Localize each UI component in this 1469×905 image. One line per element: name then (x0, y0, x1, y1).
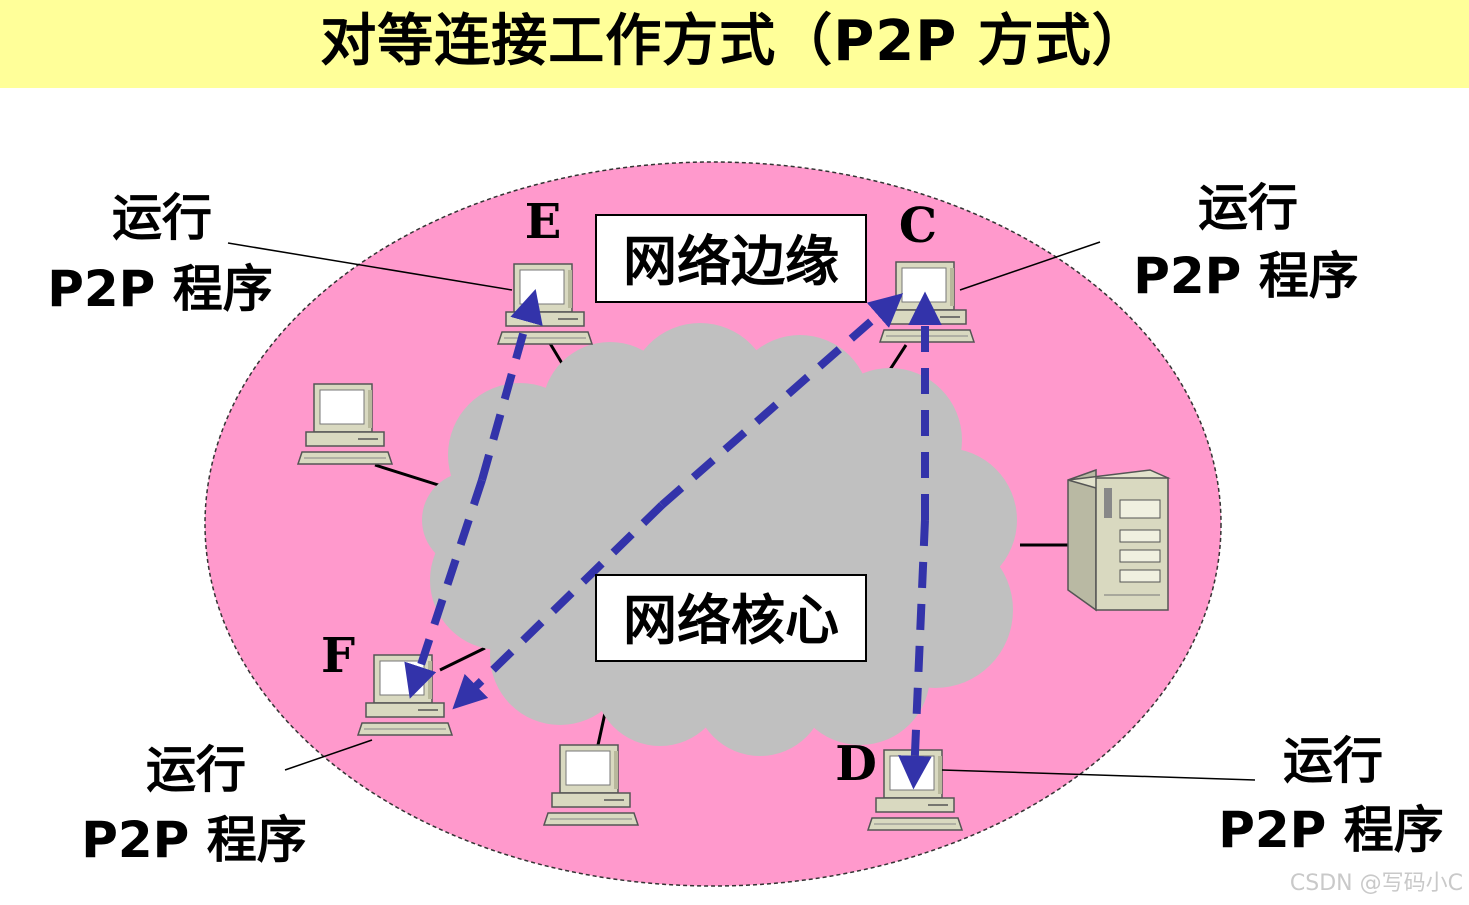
callout-c-line1: 运行 (1198, 179, 1298, 237)
host-label-f: F (321, 628, 355, 684)
host-label-e: E (525, 194, 562, 250)
callout-c: 运行 P2P 程序 (1133, 179, 1359, 305)
host-label-d: D (835, 736, 877, 792)
p2p-arrow-f2 (452, 502, 665, 710)
callout-f-line1: 运行 (146, 741, 246, 799)
network-edge-label: 网络边缘 (623, 230, 839, 293)
callout-f: 运行 P2P 程序 (81, 741, 307, 869)
title-bar (0, 0, 1469, 88)
callout-c-line2: P2P 程序 (1133, 247, 1359, 305)
p2p-arrow-d (898, 519, 932, 790)
host-label-c: C (899, 198, 937, 254)
callout-f-line2: P2P 程序 (81, 811, 307, 869)
p2p-arrow-f1 (404, 478, 486, 699)
callout-d-line1: 运行 (1283, 732, 1383, 790)
page-title: 对等连接工作方式（P2P 方式） (320, 9, 1149, 74)
callout-lines (227, 241, 1256, 781)
callout-e-line1: 运行 (112, 189, 212, 247)
p2p-arrow-c1 (659, 293, 904, 509)
network-core-label: 网络核心 (623, 589, 839, 652)
callout-d-line2: P2P 程序 (1218, 801, 1444, 859)
p2p-connections (404, 289, 942, 790)
server-icon (1067, 468, 1171, 612)
p2p-arrow-e (478, 289, 543, 482)
callout-e-line2: P2P 程序 (47, 260, 273, 318)
watermark: CSDN @写码小C (1289, 871, 1463, 896)
callout-d: 运行 P2P 程序 (1218, 732, 1444, 859)
callout-e: 运行 P2P 程序 (47, 189, 273, 318)
